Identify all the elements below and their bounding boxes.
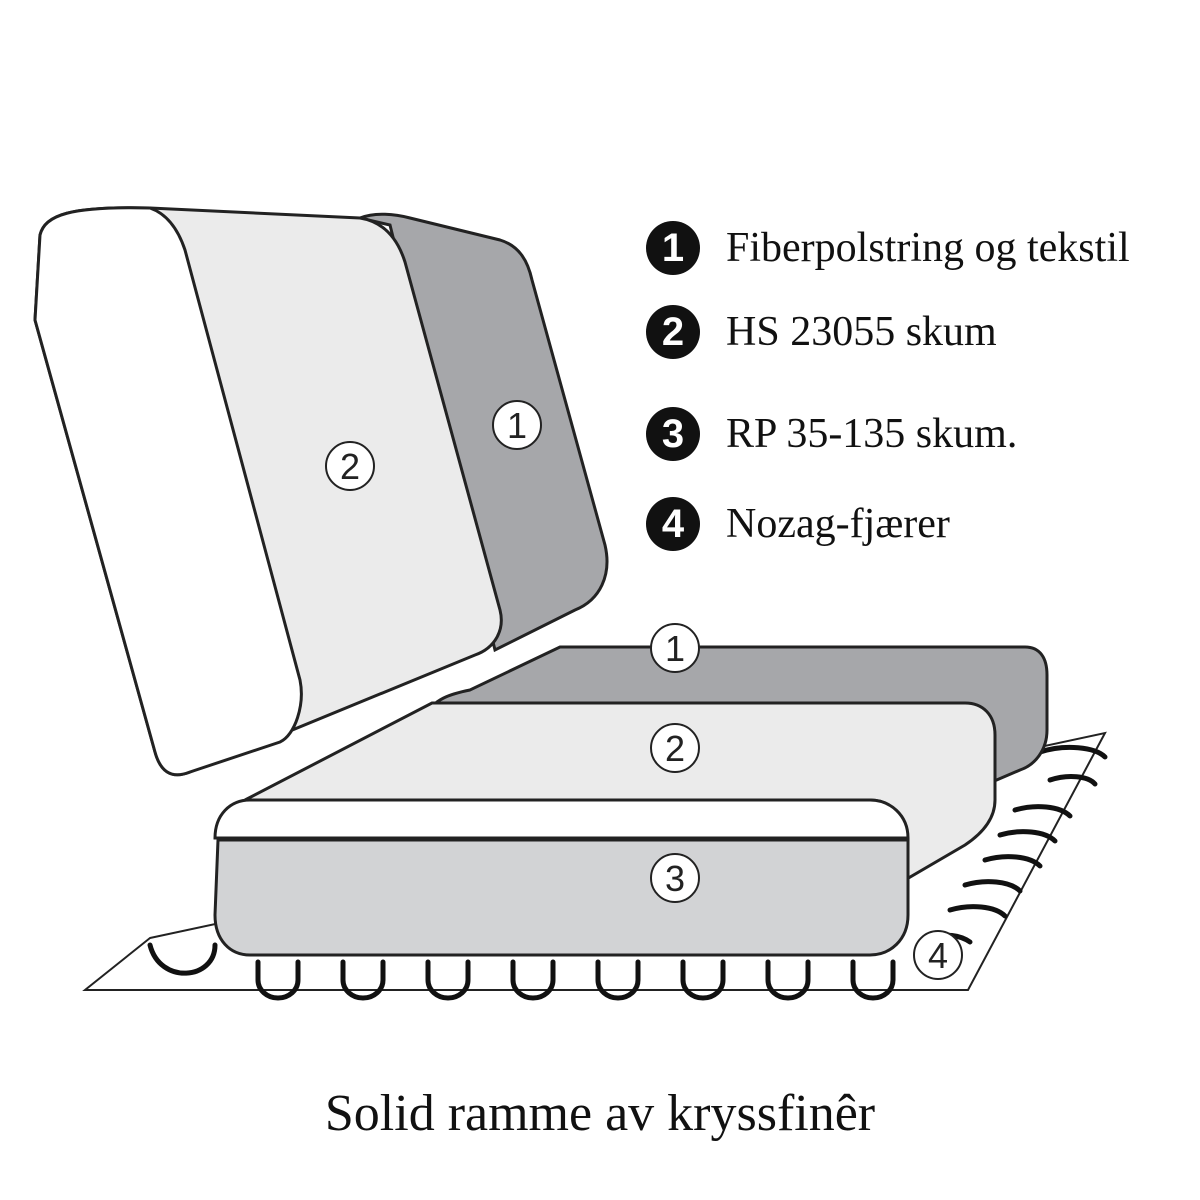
legend-label-3: RP 35-135 skum.	[726, 411, 1018, 457]
svg-text:3: 3	[665, 858, 685, 899]
marker-seat-foam: 2	[650, 723, 700, 773]
legend-item-rp-foam: 3 RP 35-135 skum.	[646, 406, 1017, 462]
nozag-springs	[147, 745, 1108, 1001]
svg-text:1: 1	[665, 628, 685, 669]
diagram-caption: Solid ramme av kryssfinêr	[324, 1085, 876, 1142]
legend-item-fiber: 1 Fiberpolstring og tekstil	[646, 220, 1130, 276]
svg-text:1: 1	[507, 405, 527, 446]
seat-base-foam-layer	[213, 798, 910, 957]
legend-badge-1: 1	[646, 221, 700, 275]
legend-label-1: Fiberpolstring og tekstil	[726, 225, 1130, 271]
marker-back-foam: 2	[325, 441, 375, 491]
marker-back-fiber: 1	[492, 400, 542, 450]
legend-item-hs-foam: 2 HS 23055 skum	[646, 304, 997, 360]
legend-badge-3: 3	[646, 407, 700, 461]
marker-springs: 4	[913, 930, 963, 980]
legend-badge-4: 4	[646, 497, 700, 551]
legend-label-2: HS 23055 skum	[726, 309, 997, 355]
svg-text:2: 2	[665, 728, 685, 769]
legend-label-4: Nozag-fjærer	[726, 501, 950, 547]
marker-seat-fiber: 1	[650, 623, 700, 673]
marker-seat-base-foam: 3	[650, 853, 700, 903]
legend-item-springs: 4 Nozag-fjærer	[646, 496, 950, 552]
legend-badge-2: 2	[646, 305, 700, 359]
back-foam-layer	[33, 206, 503, 777]
svg-text:2: 2	[340, 446, 360, 487]
svg-text:4: 4	[928, 935, 948, 976]
